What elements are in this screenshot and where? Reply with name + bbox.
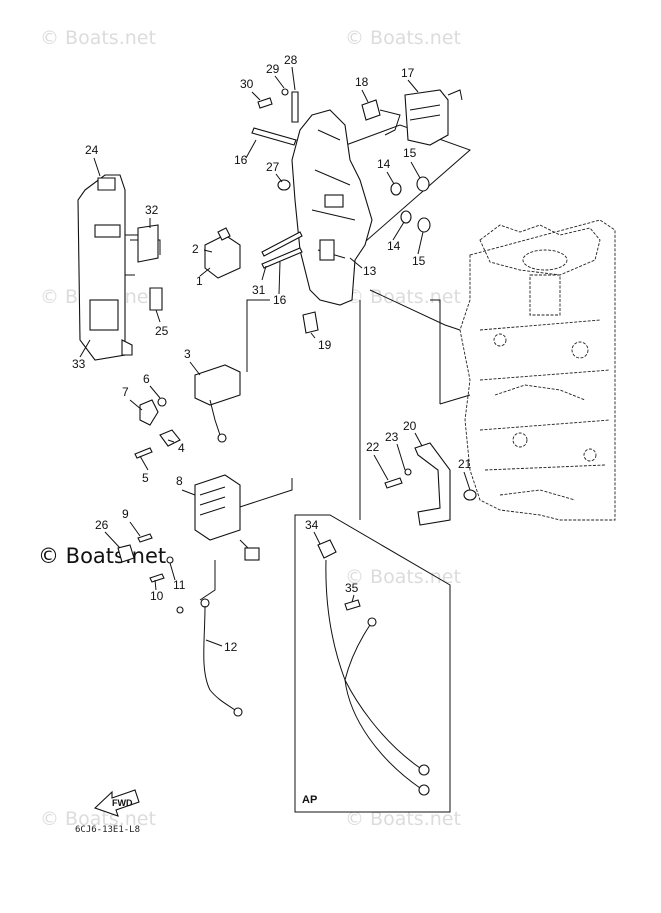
ap-label: AP — [302, 794, 317, 806]
callout-22: 22 — [366, 440, 380, 454]
callout-19: 19 — [318, 338, 332, 352]
callout-27: 27 — [266, 160, 280, 174]
ap-inset: AP — [294, 514, 451, 813]
ignition-module — [204, 227, 241, 279]
callout-14a: 14 — [377, 157, 391, 171]
leader-lines — [100, 124, 471, 601]
misc-parts-left — [134, 397, 181, 459]
coil-3 — [194, 364, 241, 443]
callout-9: 9 — [122, 507, 129, 521]
watermark-dark: © Boats.net — [38, 544, 166, 568]
watermark-bottom-right: © Boats.net — [345, 808, 461, 830]
callout-30: 30 — [240, 77, 254, 91]
fwd-arrow: FWD — [93, 789, 140, 817]
callout-29: 29 — [266, 62, 280, 76]
callout-12: 12 — [224, 640, 238, 654]
callout-7: 7 — [122, 385, 129, 399]
fwd-label: FWD — [112, 798, 133, 808]
callout-28: 28 — [284, 53, 298, 67]
callout-24: 24 — [85, 143, 99, 157]
callout-17: 17 — [401, 66, 415, 80]
watermark-bottom-left: © Boats.net — [40, 808, 156, 830]
spacers — [390, 176, 431, 233]
fasteners-lower-left — [117, 533, 174, 583]
clip-19 — [302, 311, 319, 334]
rectifier-regulator — [194, 474, 260, 561]
clip-25 — [149, 287, 163, 311]
callout-8: 8 — [176, 474, 183, 488]
callout-11: 11 — [173, 578, 186, 592]
callout-20: 20 — [403, 419, 417, 433]
callout-10: 10 — [150, 589, 164, 603]
watermark-top-right: © Boats.net — [345, 27, 461, 49]
terminal-block-17 — [404, 89, 463, 146]
watermark-lower-right: © Boats.net — [345, 566, 461, 588]
callout-31: 31 — [252, 283, 266, 297]
callout-16a: 16 — [234, 153, 248, 167]
callout-numbers: 1 2 3 4 5 6 7 8 9 10 11 12 13 14 14 15 1… — [72, 53, 472, 654]
clamp-18 — [361, 99, 401, 136]
callout-15a: 15 — [403, 146, 417, 160]
callout-leaders — [79, 66, 471, 647]
callout-33: 33 — [72, 357, 86, 371]
callout-16b: 16 — [273, 293, 287, 307]
callout-13: 13 — [363, 264, 377, 278]
ground-cable-12 — [176, 598, 243, 717]
engine-block-outline — [459, 219, 616, 521]
callout-23: 23 — [385, 430, 399, 444]
watermark-top-left: © Boats.net — [40, 27, 156, 49]
callout-3: 3 — [184, 347, 191, 361]
callout-18: 18 — [355, 75, 369, 89]
callout-5: 5 — [142, 471, 149, 485]
diagram-code: 6CJ6-13E1-L8 — [75, 825, 140, 835]
callout-26: 26 — [95, 518, 109, 532]
callout-4: 4 — [178, 441, 185, 455]
bolts-upper — [251, 88, 303, 269]
watermarks: © Boats.net © Boats.net © Boats.net © Bo… — [38, 27, 461, 830]
main-bracket — [291, 109, 373, 306]
callout-14b: 14 — [387, 239, 401, 253]
bracket-20 — [384, 442, 477, 526]
callout-6: 6 — [143, 372, 150, 386]
callout-34: 34 — [305, 518, 319, 532]
electrical-cover — [77, 174, 159, 361]
callout-1: 1 — [196, 274, 203, 288]
callout-25: 25 — [155, 324, 169, 338]
callout-32: 32 — [145, 203, 159, 217]
callout-21: 21 — [458, 457, 472, 471]
watermark-mid-right: © Boats.net — [345, 286, 461, 308]
callout-15b: 15 — [412, 254, 426, 268]
callout-35: 35 — [345, 581, 359, 595]
callout-2: 2 — [192, 242, 199, 256]
